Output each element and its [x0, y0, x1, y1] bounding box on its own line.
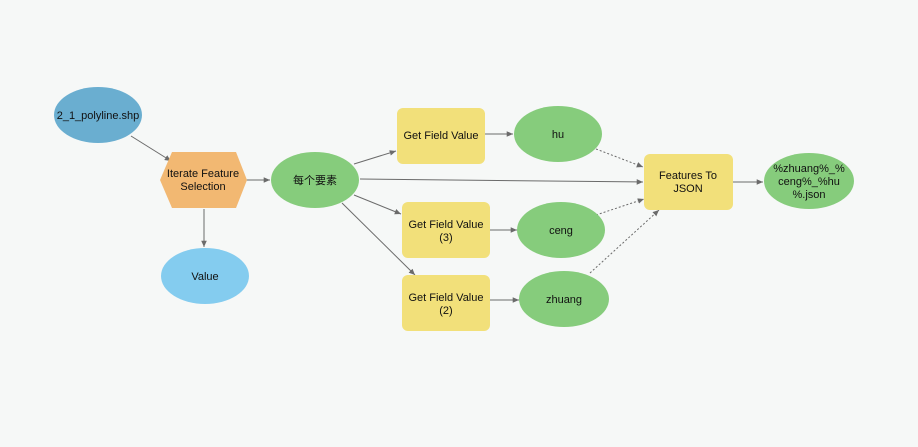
node-label: Get Field Value	[408, 219, 483, 231]
connectors	[130, 131, 763, 303]
edge-zhuang-to-f2j	[589, 209, 660, 274]
node-label: hu	[552, 129, 564, 141]
iterator-hexagon	[160, 152, 247, 208]
edge-hu-to-f2j	[595, 148, 644, 168]
tool-box	[644, 154, 733, 210]
node-label: Get Field Value	[408, 292, 483, 304]
edge-ceng-to-f2j	[595, 198, 645, 216]
node-zhuang[interactable]: zhuang	[519, 271, 609, 327]
node-label: Iterate Feature	[167, 168, 239, 180]
node-label: JSON	[673, 183, 702, 195]
node-label: Features To	[659, 170, 717, 182]
node-label: ceng%_%hu	[778, 176, 840, 188]
node-value[interactable]: Value	[161, 248, 249, 304]
tool-box	[402, 202, 490, 258]
node-label: Get Field Value	[403, 130, 478, 142]
node-label: 2_1_polyline.shp	[57, 110, 140, 122]
node-output-json[interactable]: %zhuang%_% ceng%_%hu %.json	[764, 153, 854, 209]
node-features-to-json[interactable]: Features To JSON	[644, 154, 733, 210]
data-ellipse	[54, 87, 142, 143]
node-label: 每个要素	[293, 173, 337, 187]
edge-each-to-gfv3	[353, 194, 402, 215]
node-label: zhuang	[546, 294, 582, 306]
node-label: %zhuang%_%	[773, 163, 845, 175]
node-ceng[interactable]: ceng	[517, 202, 605, 258]
node-hu[interactable]: hu	[514, 106, 602, 162]
node-get-field-value[interactable]: Get Field Value	[397, 108, 485, 164]
variable-ellipse	[271, 152, 359, 208]
tool-box	[397, 108, 485, 164]
data-ellipse	[161, 248, 249, 304]
edge-each-to-gfv1	[353, 150, 397, 165]
node-shp[interactable]: 2_1_polyline.shp	[54, 87, 142, 143]
edge-shp-to-iterate	[130, 135, 172, 162]
variable-ellipse	[514, 106, 602, 162]
node-label: ceng	[549, 225, 573, 237]
tool-box	[402, 275, 490, 331]
node-get-field-value-2[interactable]: Get Field Value (2)	[402, 275, 490, 331]
node-each-feature[interactable]: 每个要素	[271, 152, 359, 208]
node-get-field-value-3[interactable]: Get Field Value (3)	[402, 202, 490, 258]
node-label: %.json	[792, 189, 825, 201]
node-label: (3)	[439, 232, 452, 244]
variable-ellipse	[764, 153, 854, 209]
node-label: Selection	[180, 181, 225, 193]
edge-each-to-f2j	[359, 178, 644, 185]
node-iterate-feature-selection[interactable]: Iterate Feature Selection	[160, 152, 247, 208]
edge-each-to-gfv2	[341, 202, 416, 276]
variable-ellipse	[517, 202, 605, 258]
variable-ellipse	[519, 271, 609, 327]
node-label: Value	[191, 271, 218, 283]
node-label: (2)	[439, 305, 452, 317]
